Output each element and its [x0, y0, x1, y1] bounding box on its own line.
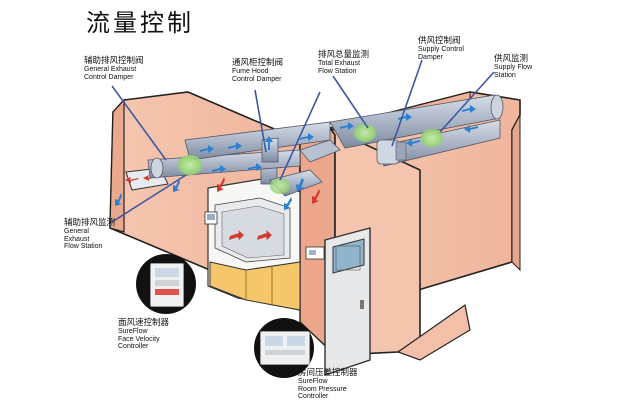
supply-station-ring: [421, 129, 443, 147]
label-total-exhaust-station: 排风总量监测 Total Exhaust Flow Station: [318, 50, 370, 75]
general-exhaust-station-ring: [178, 155, 202, 175]
label-supply-damper: 供风控制阀 Supply Control Damper: [418, 36, 464, 61]
leader-lines: [111, 59, 495, 223]
door: [324, 227, 371, 376]
room-pressure-controller-device: [254, 318, 314, 378]
total-exhaust-station-ring: [354, 124, 376, 142]
label-face-velocity-controller: 面风速控制器 SureFlow Face Velocity Controller: [118, 318, 170, 350]
hood-damper-ring: [270, 178, 290, 194]
label-general-exhaust-station: 辅助排风监测 General Exhaust Flow Station: [64, 218, 116, 250]
airflow-arrows: [115, 105, 478, 210]
face-velocity-controller-device: [136, 254, 196, 314]
label-supply-station: 供风监测 Supply Flow Station: [494, 54, 533, 79]
label-general-exhaust-damper: 辅助排风控制阀 General Exhaust Control Damper: [84, 56, 144, 81]
fume-hood: [204, 177, 301, 311]
door-panel: [305, 246, 325, 260]
label-room-pressure-controller: 房间压差控制器 SureFlow Room Pressure Controlle…: [298, 368, 358, 400]
page-title: 流量控制: [86, 9, 194, 37]
red-airflow-arrows: [217, 177, 320, 204]
label-fume-hood-damper: 通风柜控制阀 Fume Hood Control Damper: [232, 58, 284, 83]
